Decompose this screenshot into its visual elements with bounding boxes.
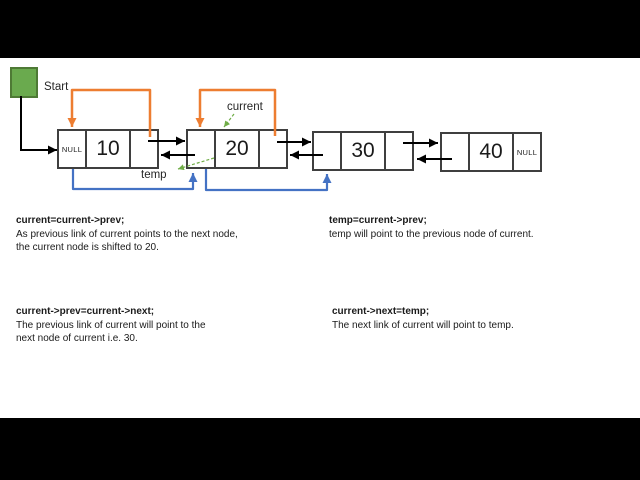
desc-line: temp will point to the previous node of … xyxy=(329,228,534,240)
node-value: 10 xyxy=(96,137,120,160)
code-line: current->prev=current->next; xyxy=(16,306,155,317)
explanation-block-2: temp=current->prev; temp will point to t… xyxy=(329,214,534,241)
node-20: 20 xyxy=(186,129,288,169)
node-40-next-cell: NULL xyxy=(514,134,540,170)
explanation-block-3: current->prev=current->next; The previou… xyxy=(16,305,206,346)
node-30-value-cell: 30 xyxy=(342,133,386,169)
node-30-next-cell xyxy=(386,133,412,169)
node-10-next-cell xyxy=(131,131,157,167)
letterbox-bottom xyxy=(0,418,640,480)
temp-label: temp xyxy=(141,169,167,181)
code-line: temp=current->prev; xyxy=(329,215,427,226)
letterbox-top xyxy=(0,0,640,58)
code-line: current->next=temp; xyxy=(332,306,430,317)
node-20-next-cell xyxy=(260,131,286,167)
node-30-prev-cell xyxy=(314,133,342,169)
node-20-prev-cell xyxy=(188,131,216,167)
node-10-value-cell: 10 xyxy=(87,131,131,167)
desc-line: next node of current i.e. 30. xyxy=(16,333,138,344)
desc-line: The previous link of current will point … xyxy=(16,319,206,331)
desc-line: The next link of current will point to t… xyxy=(332,319,514,331)
code-line: current=current->prev; xyxy=(16,215,125,226)
node-10-prev-cell: NULL xyxy=(59,131,87,167)
node-20-value-cell: 20 xyxy=(216,131,260,167)
node-value: 20 xyxy=(225,137,249,160)
node-value: 40 xyxy=(479,140,503,163)
node-40-prev-cell xyxy=(442,134,470,170)
node-value: 30 xyxy=(351,139,375,162)
node-10: NULL 10 xyxy=(57,129,159,169)
explanation-block-4: current->next=temp; The next link of cur… xyxy=(332,305,514,332)
node-40: 40 NULL xyxy=(440,132,542,172)
desc-line: As previous link of current points to th… xyxy=(16,228,238,240)
start-label: Start xyxy=(44,81,69,93)
explanation-block-1: current=current->prev; As previous link … xyxy=(16,214,238,255)
null-label: NULL xyxy=(61,144,83,154)
node-40-value-cell: 40 xyxy=(470,134,514,170)
node-30: 30 xyxy=(312,131,414,171)
null-label: NULL xyxy=(516,147,538,157)
desc-line: the current node is shifted to 20. xyxy=(16,242,159,253)
current-label: current xyxy=(227,101,263,113)
